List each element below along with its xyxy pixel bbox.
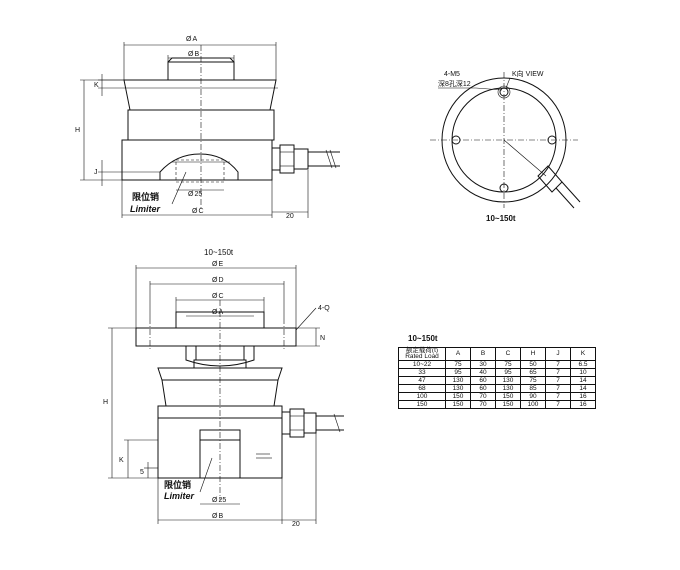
k-view: 4-M5 深8孔深12 K向 VIEW xyxy=(430,69,581,209)
dim-25-label: 25 xyxy=(194,191,202,198)
col-j: J xyxy=(545,347,571,361)
dim-5-label: 5 xyxy=(140,469,144,476)
spec-table-caption: 10~150t xyxy=(408,334,438,343)
bolt-hole-bottom xyxy=(499,183,509,193)
limiter-en-lower: Limiter xyxy=(164,491,195,501)
svg-text:Ø25: Ø25 xyxy=(212,497,226,504)
table-row: 10~22 75 30 75 50 7 6.5 xyxy=(398,360,596,369)
table-row: 68 130 60 130 85 7 14 xyxy=(398,384,596,393)
k-holes-label: 4-M5 xyxy=(444,71,460,78)
connector-gland xyxy=(293,148,309,170)
col-h: H xyxy=(520,347,546,361)
limiter-cn-lower: 限位销 xyxy=(164,479,191,490)
col-a: A xyxy=(445,347,471,361)
top-flange xyxy=(135,327,297,347)
bolt-hole-left xyxy=(451,135,461,145)
rated-load-header: 额定载荷(t) Rated Load xyxy=(398,347,446,361)
svg-text:ØB: ØB xyxy=(188,51,199,58)
spherical-joint xyxy=(185,346,255,367)
lower-view-caption: 10~150t xyxy=(204,248,234,257)
table-row: 100 150 70 150 90 7 16 xyxy=(398,392,596,401)
upper-body xyxy=(123,79,277,111)
spec-table-header: 额定载荷(t) Rated Load A B C H J K xyxy=(398,347,596,361)
table-row: 33 95 40 95 65 7 10 xyxy=(398,368,596,377)
svg-text:ØE: ØE xyxy=(212,261,223,268)
k-view-label: K向 VIEW xyxy=(512,69,544,78)
dim-k-label: K xyxy=(94,82,99,89)
limiter-en-top: Limiter xyxy=(130,204,161,214)
svg-text:ØC: ØC xyxy=(212,293,224,300)
connector-nut xyxy=(279,144,295,174)
dim-b-lower-label: B xyxy=(218,513,223,520)
dim-20-lower-label: 20 xyxy=(292,521,300,528)
svg-text:ØC: ØC xyxy=(192,208,204,215)
dim-c-label: C xyxy=(198,208,203,215)
dim-4q-label: 4-Q xyxy=(318,305,330,312)
svg-text:ØA: ØA xyxy=(212,309,223,316)
col-c: C xyxy=(495,347,521,361)
dim-e-label: E xyxy=(218,261,223,268)
dim-a-label: A xyxy=(192,36,197,43)
bolt-hole-top xyxy=(499,87,509,97)
svg-text:ØB: ØB xyxy=(212,513,223,520)
svg-text:ØA: ØA xyxy=(186,36,197,43)
dim-c-lower-label: C xyxy=(218,293,223,300)
col-b: B xyxy=(470,347,496,361)
dim-a-lower-label: A xyxy=(218,309,223,316)
k-depth-label: 深8孔深12 xyxy=(438,79,471,88)
dim-h-label: H xyxy=(75,127,80,134)
svg-text:Ø25: Ø25 xyxy=(188,191,202,198)
dim-k-lower-label: K xyxy=(119,457,124,464)
dim-n-label: N xyxy=(320,335,325,342)
bolt-hole-right xyxy=(547,135,557,145)
dim-j-label: J xyxy=(94,169,98,176)
lower-side-view: ØE ØD ØC ØA 4-Q N H K 5 ØB xyxy=(103,261,344,528)
connector-flange xyxy=(271,147,281,171)
dim-d-label: D xyxy=(218,277,223,284)
dim-b-label: B xyxy=(194,51,199,58)
dim-h-lower-label: H xyxy=(103,399,108,406)
limiter-cn-top: 限位销 xyxy=(132,191,159,202)
table-row: 150 150 70 150 100 7 16 xyxy=(398,400,596,409)
table-row: 47 130 60 130 75 7 14 xyxy=(398,376,596,385)
k-view-caption: 10~150t xyxy=(486,214,516,223)
top-side-view: ØA ØB ØC Ø25 20 H K J 限位销 Limiter xyxy=(75,36,340,220)
dim-20-label: 20 xyxy=(286,213,294,220)
svg-text:ØD: ØD xyxy=(212,277,224,284)
col-k: K xyxy=(570,347,596,361)
dim-25-lower-label: 25 xyxy=(218,497,226,504)
spec-table: 额定载荷(t) Rated Load A B C H J K 10~22 75 … xyxy=(398,347,596,409)
base-arch xyxy=(159,153,239,180)
